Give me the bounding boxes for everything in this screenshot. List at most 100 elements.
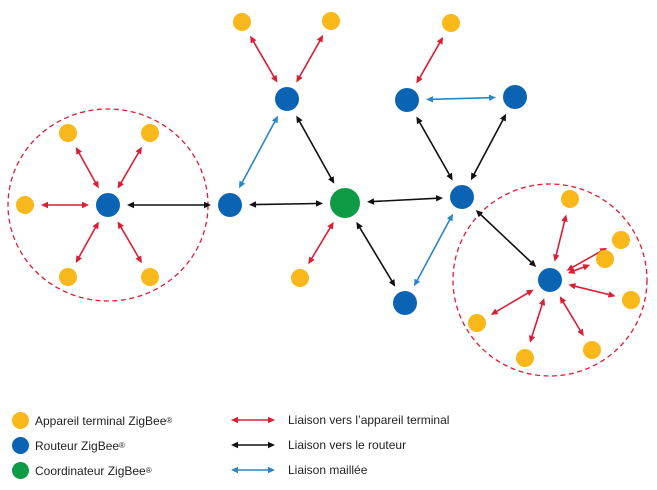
arrowhead — [239, 180, 246, 189]
terminal-node-t-right-1 — [561, 190, 579, 208]
router-node-r-top-right-b — [503, 85, 527, 109]
arrowhead — [250, 35, 257, 44]
arrowhead — [316, 34, 324, 43]
arrowhead — [526, 289, 534, 296]
arrowhead — [529, 335, 536, 343]
arrowhead — [446, 172, 453, 181]
terminal-node-t-right-5 — [516, 349, 534, 367]
arrowhead — [296, 115, 303, 124]
link-line — [119, 225, 141, 260]
arrowhead — [500, 113, 507, 122]
terminal-link-r-top-t-top-1 — [250, 35, 278, 83]
arrowhead — [414, 278, 421, 287]
arrowhead — [567, 267, 576, 274]
link-line — [555, 219, 566, 257]
terminal-node-t-right-7 — [596, 250, 614, 268]
arrowhead — [82, 201, 89, 209]
terminal-link-r-left-t-left-4 — [75, 221, 99, 263]
mesh-link-r-mid-left-r-top — [239, 115, 278, 189]
terminal-link-r-bottom-right-t-right-6 — [490, 289, 534, 315]
arrowhead — [92, 180, 99, 189]
terminal-link-r-bottom-right-t-right-4 — [559, 296, 584, 337]
coordinator-swatch-icon — [12, 462, 29, 479]
arrowhead — [356, 221, 363, 230]
arrowhead — [268, 466, 275, 474]
router-node-r-center-bottom — [393, 291, 417, 315]
arrowhead — [249, 201, 257, 208]
link-line — [240, 119, 277, 185]
terminal-link-r-left-t-left-1 — [75, 147, 99, 189]
legend-item-terminal-device: Appareil terminal ZigBee® — [12, 412, 172, 429]
terminal-node-t-coord-1 — [291, 269, 309, 287]
arrowhead — [568, 283, 576, 290]
arrowhead — [41, 201, 48, 209]
arrowhead — [426, 96, 434, 103]
router-link-r-left-r-mid-left — [127, 201, 211, 209]
router-node-r-mid-left — [218, 193, 242, 217]
link-line — [253, 202, 319, 206]
router-node-r-bottom-right — [538, 268, 562, 292]
legend-label-mesh-link: Liaison maillée — [288, 463, 368, 477]
link-line — [494, 291, 530, 313]
arrowhead — [436, 36, 444, 45]
terminal-link-r-top-right-a-t-top-3 — [416, 36, 444, 84]
link-line — [119, 150, 141, 185]
terminal-link-coordinator-t-coord-1 — [308, 221, 334, 265]
terminal-node-t-right-2 — [612, 231, 630, 249]
link-line — [371, 197, 439, 203]
link-line — [572, 265, 586, 273]
legend-arrow-shape — [231, 441, 275, 449]
terminal-node-t-top-3 — [442, 14, 460, 32]
arrowhead — [607, 291, 616, 298]
router-node-r-right-hub — [450, 185, 474, 209]
mesh-link-r-top-right-a-r-top-right-b — [426, 94, 496, 103]
terminal-link-r-left-t-left-5 — [117, 221, 142, 264]
link-line — [472, 117, 505, 177]
arrowhead — [117, 180, 124, 189]
terminal-node-t-right-4 — [583, 341, 601, 359]
legend-label-coordinator: Coordinateur ZigBee — [35, 463, 146, 478]
mesh-link-arrow-icon — [231, 466, 275, 474]
arrowhead — [582, 264, 591, 271]
link-line — [77, 151, 97, 185]
coordinator-node-coordinator — [330, 188, 360, 218]
link-line — [415, 217, 452, 283]
arrowhead — [561, 214, 568, 223]
link-line — [570, 249, 604, 269]
terminal-link-r-bottom-right-t-right-1 — [553, 214, 568, 262]
link-line — [251, 39, 276, 79]
arrowhead — [75, 147, 82, 155]
arrowhead — [268, 416, 275, 424]
legend-label-terminal-link: Liaison vers l’appareil terminal — [288, 413, 450, 427]
router-link-r-top-coordinator — [296, 115, 335, 184]
arrowhead — [475, 210, 484, 218]
arrowhead — [135, 146, 142, 155]
legend-item-terminal-link: Liaison vers l’appareil terminal — [228, 413, 449, 427]
terminal-link-r-bottom-right-t-right-7 — [567, 264, 591, 274]
link-line — [561, 300, 582, 333]
arrowhead — [231, 416, 238, 424]
terminal-link-r-bottom-right-t-right-5 — [529, 298, 546, 343]
arrowhead — [271, 115, 278, 124]
arrowhead — [416, 116, 423, 125]
arrowhead — [559, 296, 567, 304]
router-node-r-top — [275, 87, 299, 111]
arrowhead — [315, 200, 323, 207]
zone-right-boundary — [452, 183, 648, 377]
link-line — [310, 225, 332, 261]
arrowhead — [231, 466, 238, 474]
router-link-coordinator-r-center-bottom — [356, 221, 396, 287]
link-line — [573, 285, 611, 296]
legend-label-router-link: Liaison vers le routeur — [288, 438, 407, 452]
legend-item-router: Routeur ZigBee® — [12, 437, 125, 454]
router-node-r-top-right-a — [395, 88, 419, 112]
terminal-node-t-left-2 — [141, 124, 159, 142]
arrowhead — [117, 221, 124, 230]
legend-item-router-link: Liaison vers le routeur — [228, 438, 406, 452]
arrowhead — [204, 201, 211, 209]
terminal-node-t-right-6 — [468, 314, 486, 332]
nodes-layer — [16, 12, 640, 367]
arrowhead — [327, 221, 334, 230]
arrowhead — [539, 298, 546, 306]
